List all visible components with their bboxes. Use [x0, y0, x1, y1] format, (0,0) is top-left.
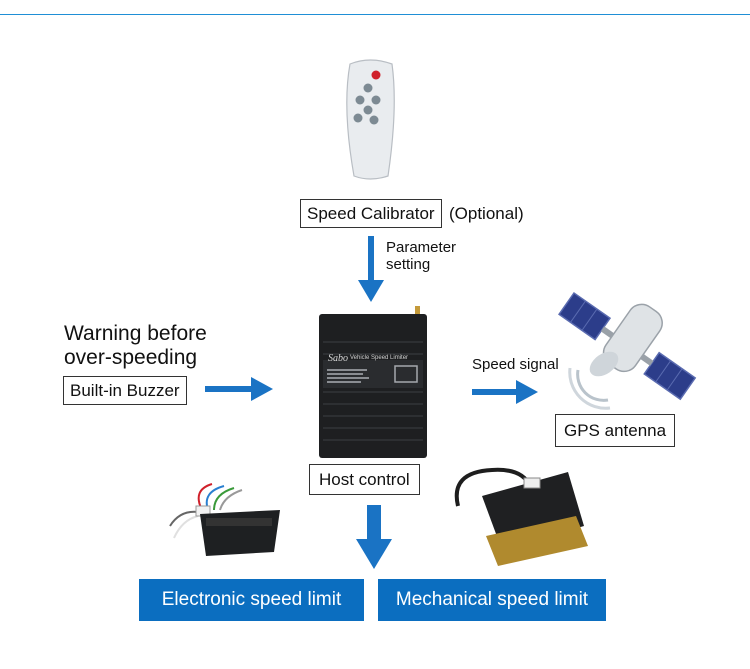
- host-device-title: Vehicle Speed Limiter: [350, 355, 409, 361]
- top-divider: [0, 14, 750, 15]
- parameter-setting-text: Parameter setting: [386, 239, 456, 273]
- electronic-speed-limit-button: Electronic speed limit: [139, 579, 364, 621]
- warning-text: Warning before over-speeding: [64, 322, 207, 370]
- host-control-label: Host control: [309, 464, 420, 495]
- optional-note: (Optional): [449, 204, 524, 223]
- host-device-brand: Sabo: [328, 353, 348, 364]
- parameter-line-2: setting: [386, 256, 431, 273]
- mechanical-module-icon: [454, 467, 588, 566]
- parameter-line-1: Parameter: [386, 239, 457, 256]
- parameter-arrow-icon: [358, 236, 384, 302]
- electronic-module-icon: [169, 483, 280, 556]
- speed-signal-label: Speed signal: [472, 356, 559, 373]
- warning-line-2: over-speeding: [64, 346, 198, 369]
- speed-signal-arrow-icon: [472, 380, 538, 404]
- warning-line-1: Warning before: [64, 322, 207, 345]
- gps-antenna-label: GPS antenna: [555, 414, 676, 447]
- mechanical-speed-limit-button: Mechanical speed limit: [378, 579, 606, 621]
- satellite-icon: [558, 291, 697, 410]
- built-in-buzzer-label: Built-in Buzzer: [63, 376, 187, 405]
- host-device-icon: [319, 306, 427, 458]
- remote-control-icon: [346, 59, 395, 180]
- buzzer-arrow-icon: [205, 377, 273, 401]
- speed-calibrator-label: Speed Calibrator: [300, 199, 442, 228]
- output-arrow-icon: [356, 505, 392, 569]
